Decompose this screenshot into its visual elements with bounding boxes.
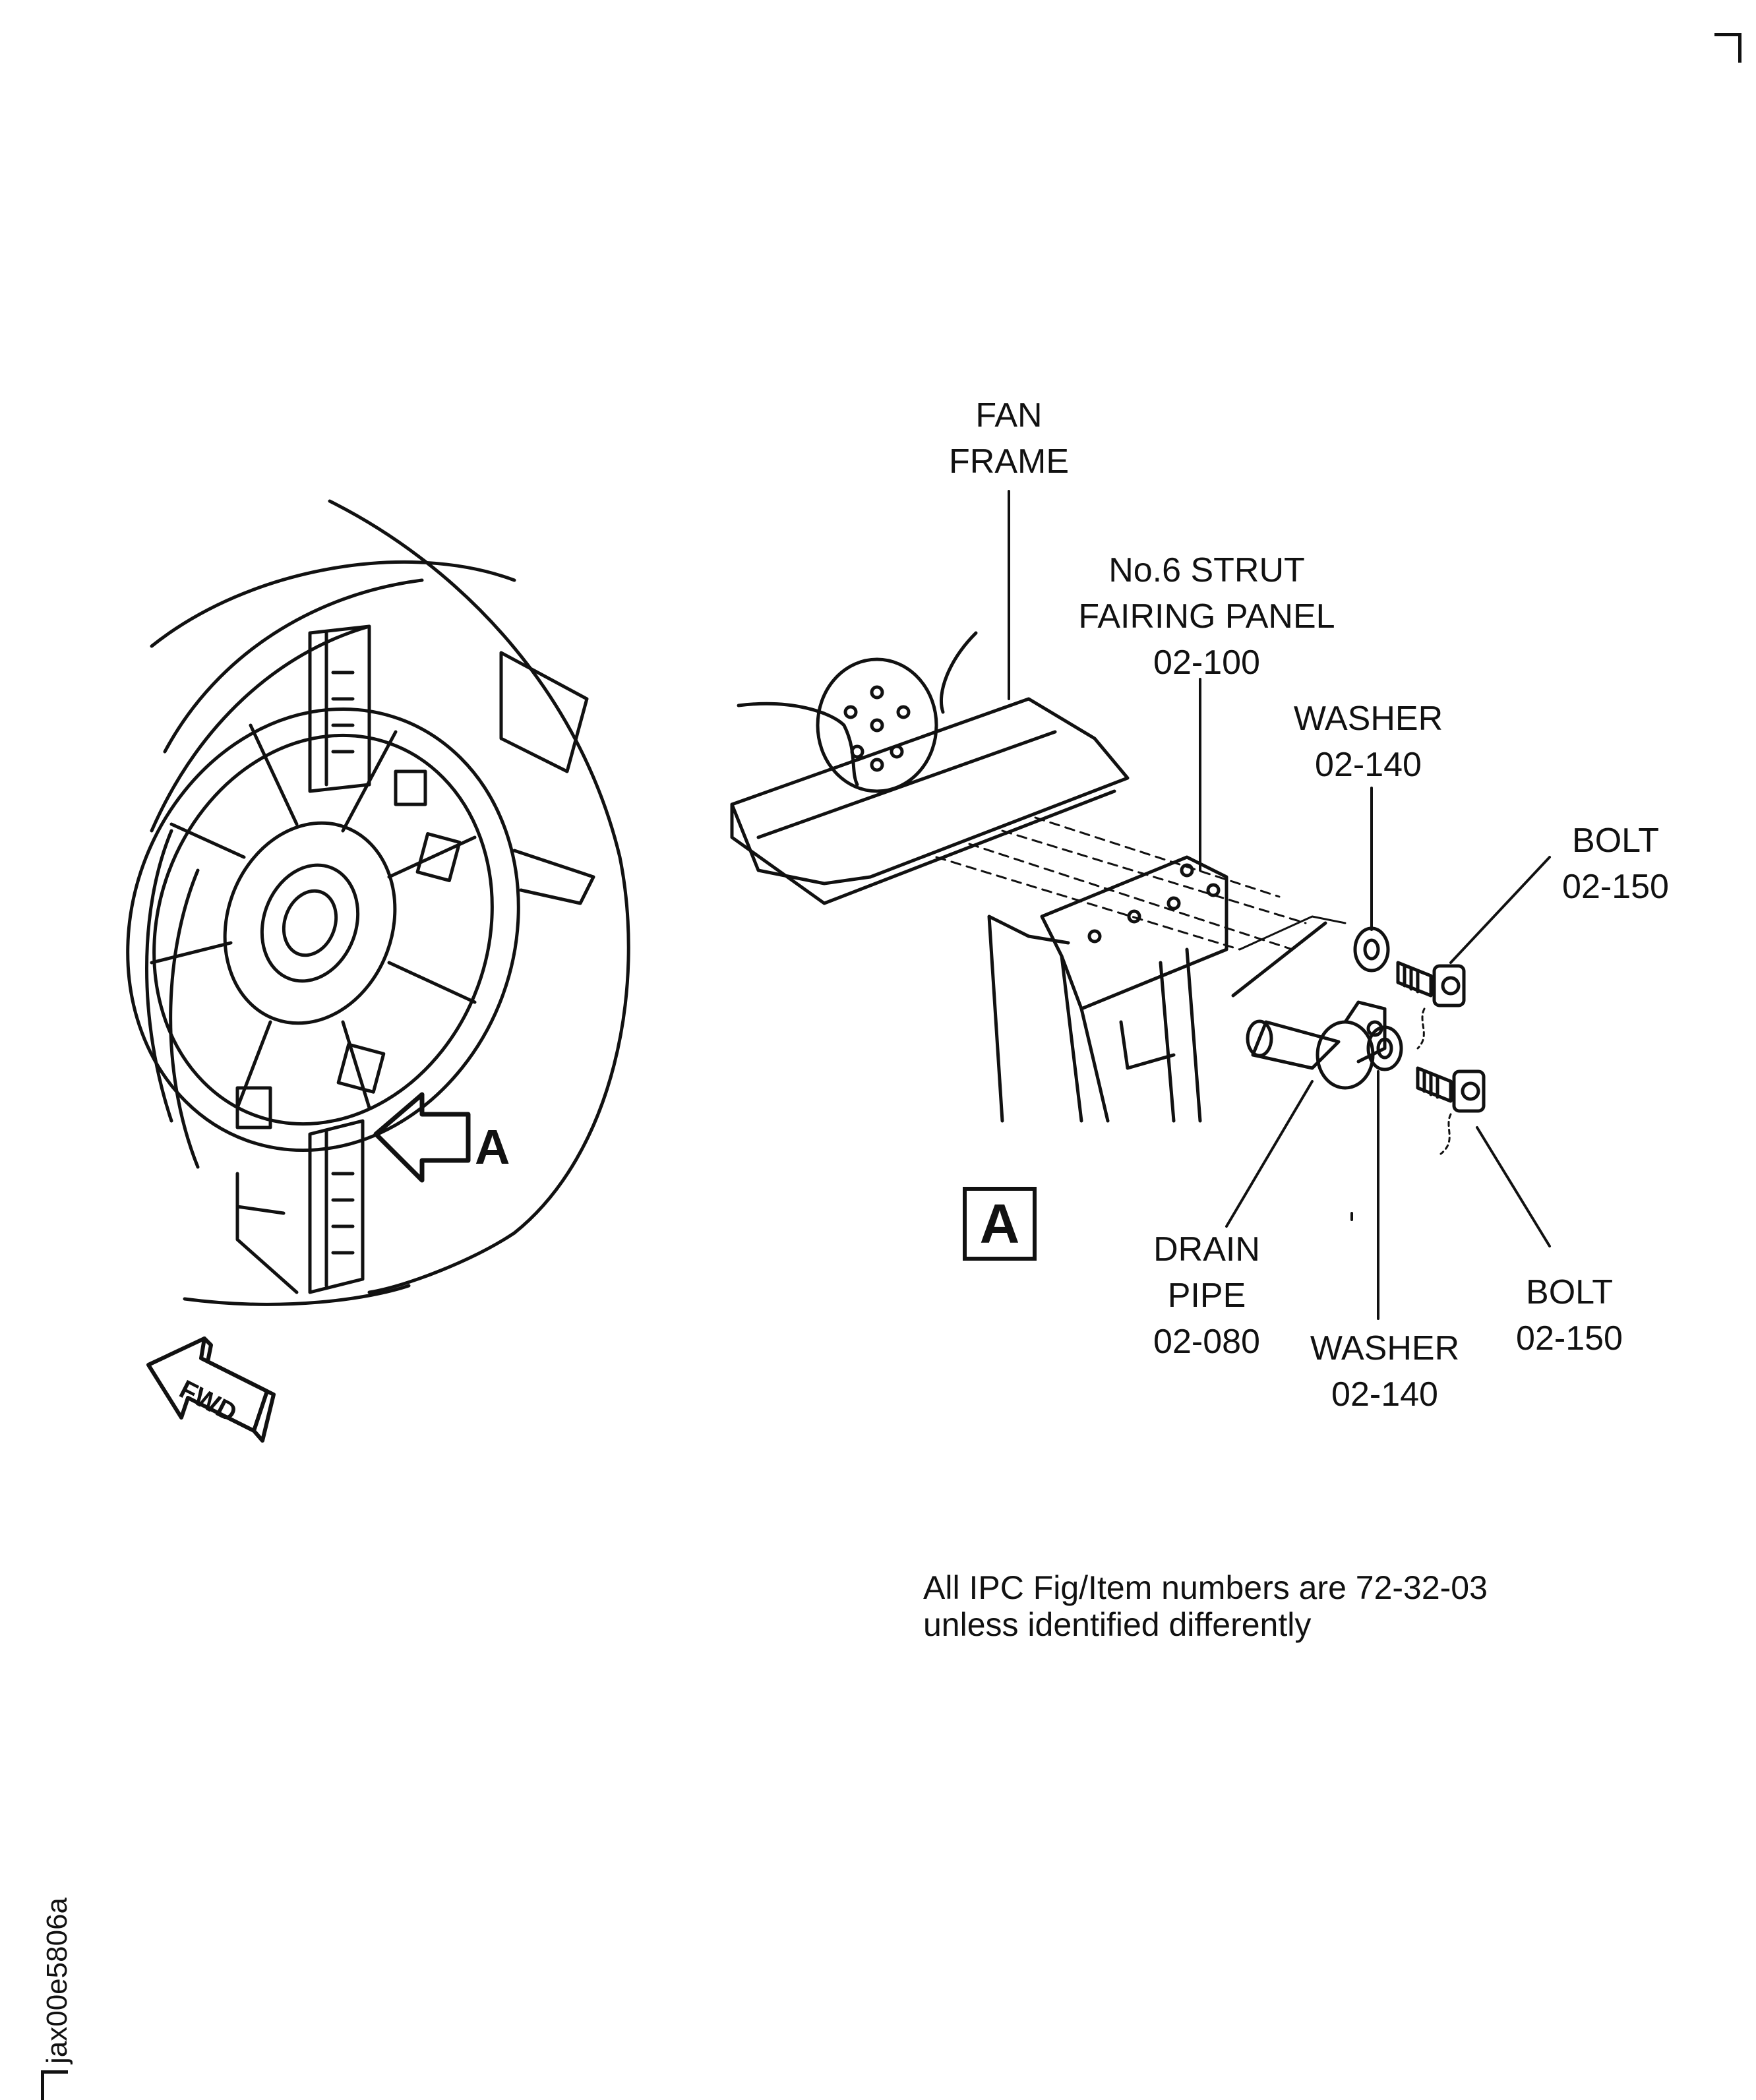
fan-frame-illustration — [730, 631, 1130, 905]
bolt-bottom-label-line-1: BOLT — [1526, 1273, 1613, 1311]
strut-fairing-panel-label: No.6 STRUT FAIRING PANEL 02-100 — [1048, 547, 1365, 686]
bolt-top-illustration — [1396, 961, 1466, 1050]
washer-bottom-illustration — [1366, 1025, 1403, 1071]
strut-panel-label-line-2: FAIRING PANEL — [1078, 597, 1335, 636]
washer-bottom-part-number: 02-140 — [1331, 1375, 1438, 1414]
ipc-note-line-2: unless identified differently — [923, 1606, 1312, 1643]
drain-pipe-illustration — [1231, 921, 1387, 1090]
bolt-top-label-line-1: BOLT — [1572, 822, 1659, 860]
fan-frame-label-line-1: FAN — [975, 396, 1043, 435]
washer-top-part-number: 02-140 — [1315, 746, 1422, 784]
bolt-bottom-label: BOLT 02-150 — [1490, 1269, 1649, 1362]
strut-panel-label-line-1: No.6 STRUT — [1108, 551, 1305, 589]
bolt-bottom-part-number: 02-150 — [1516, 1319, 1623, 1358]
bolt-bottom-illustration — [1416, 1066, 1486, 1155]
bolt-top-label: BOLT 02-150 — [1536, 818, 1695, 910]
drain-pipe-label-line-2: PIPE — [1167, 1276, 1246, 1315]
fan-frame-label: FAN FRAME — [930, 392, 1088, 485]
leader-lines — [1008, 490, 1551, 1320]
fwd-arrow-icon — [146, 1336, 276, 1443]
washer-top-label-line-1: WASHER — [1293, 700, 1443, 738]
strut-panel-part-number: 02-100 — [1153, 644, 1260, 682]
bolt-top-part-number: 02-150 — [1562, 868, 1669, 906]
view-a-callout: A — [475, 1120, 510, 1174]
strut-fairing-panel-illustration — [935, 816, 1347, 1123]
drain-pipe-part-number: 02-080 — [1153, 1323, 1260, 1361]
drain-pipe-label: DRAIN PIPE 02-080 — [1128, 1226, 1286, 1365]
fan-frame-label-line-2: FRAME — [949, 442, 1069, 481]
washer-top-illustration — [1353, 926, 1390, 973]
washer-bottom-label: WASHER 02-140 — [1286, 1325, 1484, 1418]
crop-mark-top-right — [1714, 33, 1741, 63]
detail-view-a-label: A — [963, 1187, 1037, 1261]
ipc-note: All IPC Fig/Item numbers are 72-32-03 un… — [923, 1569, 1488, 1643]
drain-pipe-label-line-1: DRAIN — [1153, 1230, 1260, 1269]
ipc-note-line-1: All IPC Fig/Item numbers are 72-32-03 — [923, 1569, 1488, 1606]
washer-top-label: WASHER 02-140 — [1266, 696, 1470, 788]
crop-mark-bottom-left — [41, 2070, 68, 2100]
engine-fan-illustration — [126, 499, 630, 1306]
drawing-code: jax00e5806a — [41, 1897, 73, 2064]
washer-bottom-label-line-1: WASHER — [1310, 1329, 1460, 1367]
